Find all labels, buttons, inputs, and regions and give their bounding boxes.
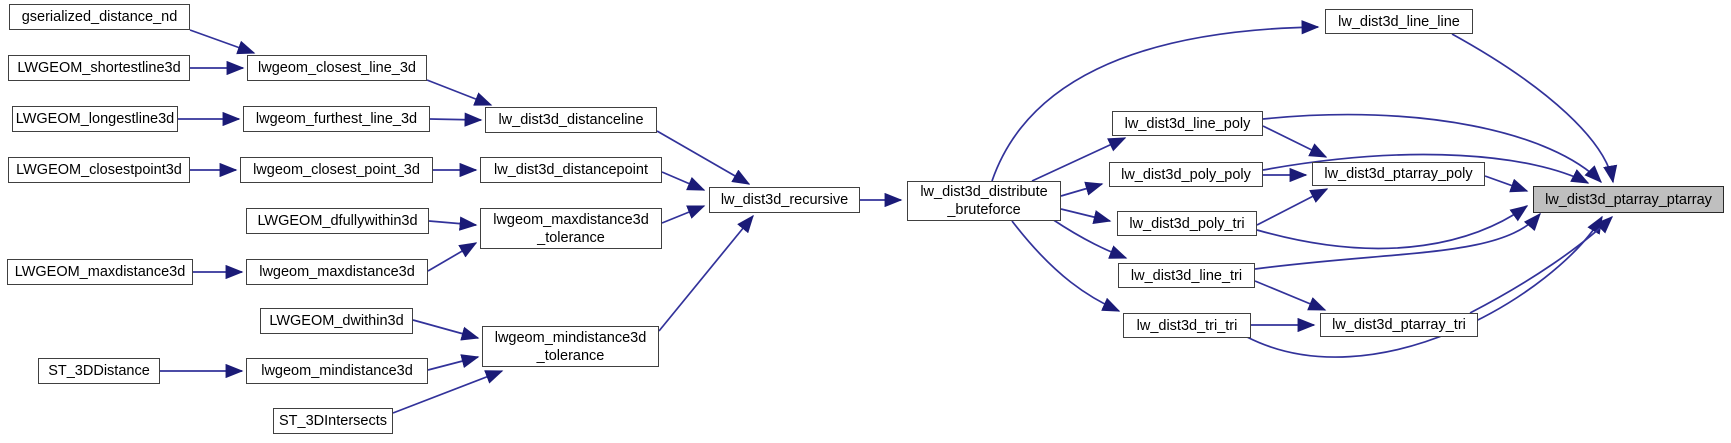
node-label: _tolerance [537, 229, 605, 246]
node-label: lw_dist3d_line_tri [1130, 267, 1243, 284]
edge-lw_dist3d_ptarray_poly-to-lw_dist3d_ptarray_ptarray [1484, 175, 1529, 193]
node-label: LWGEOM_dwithin3d [269, 313, 404, 329]
node-label: LWGEOM_dfullywithin3d [257, 213, 418, 229]
node-lwgeom_closest_point_3d[interactable]: lwgeom_closest_point_3d [240, 157, 433, 183]
edge-lw_dist3d_poly_tri-to-lw_dist3d_ptarray_ptarray [1256, 205, 1529, 250]
node-label: LWGEOM_shortestline3d [17, 60, 181, 76]
node-LWGEOM_maxdistance3d[interactable]: LWGEOM_maxdistance3d [7, 259, 193, 285]
node-lw_dist3d_ptarray_poly[interactable]: lw_dist3d_ptarray_poly [1312, 162, 1485, 186]
edge-lw_dist3d_line_poly-to-lw_dist3d_ptarray_poly [1262, 125, 1328, 158]
node-label: lw_dist3d_distribute [920, 184, 1048, 200]
node-lwgeom_mindistance3d_tolerance[interactable]: lwgeom_mindistance3d_tolerance [482, 326, 659, 367]
node-lw_dist3d_distancepoint[interactable]: lw_dist3d_distancepoint [480, 157, 662, 183]
node-LWGEOM_dwithin3d[interactable]: LWGEOM_dwithin3d [260, 308, 413, 334]
edge-ST_3DIntersects-to-lwgeom_mindistance3d_tolerance [392, 370, 504, 414]
node-LWGEOM_closestpoint3d[interactable]: LWGEOM_closestpoint3d [8, 157, 190, 183]
edge-lw_dist3d_poly_poly-to-lw_dist3d_ptarray_ptarray [1262, 153, 1590, 184]
node-label: lw_dist3d_line_poly [1124, 115, 1251, 132]
node-lw_dist3d_tri_tri[interactable]: lw_dist3d_tri_tri [1123, 313, 1251, 338]
node-lw_dist3d_line_tri[interactable]: lw_dist3d_line_tri [1118, 263, 1255, 288]
node-label: LWGEOM_closestpoint3d [16, 162, 182, 178]
edge-lwgeom_mindistance3d_tolerance-to-lw_dist3d_recursive [658, 214, 754, 332]
node-label: lw_dist3d_ptarray_tri [1332, 317, 1466, 333]
node-label: ST_3DIntersects [279, 413, 387, 429]
node-ST_3DDistance[interactable]: ST_3DDistance [38, 358, 160, 384]
node-label: _bruteforce [947, 202, 1021, 218]
node-label: lw_dist3d_ptarray_poly [1324, 166, 1473, 182]
node-lw_dist3d_recursive[interactable]: lw_dist3d_recursive [709, 187, 860, 213]
node-label: gserialized_distance_nd [21, 9, 178, 25]
edge-lw_dist3d_line_tri-to-lw_dist3d_ptarray_tri [1254, 280, 1327, 311]
edge-lw_dist3d_line_poly-to-lw_dist3d_ptarray_ptarray [1262, 113, 1603, 184]
node-label: lwgeom_maxdistance3d [259, 264, 415, 280]
edge-lw_dist3d_distribute_bruteforce-to-lw_dist3d_poly_poly [1060, 181, 1104, 197]
node-label: lw_dist3d_distancepoint [494, 162, 648, 178]
node-lwgeom_maxdistance3d[interactable]: lwgeom_maxdistance3d [246, 259, 428, 285]
edge-lw_dist3d_distanceline-to-lw_dist3d_recursive [656, 130, 751, 185]
edge-lw_dist3d_distribute_bruteforce-to-lw_dist3d_line_poly [1031, 137, 1127, 182]
node-lw_dist3d_line_line[interactable]: lw_dist3d_line_line [1325, 9, 1473, 34]
node-label: lw_dist3d_tri_tri [1136, 317, 1238, 334]
node-LWGEOM_longestline3d[interactable]: LWGEOM_longestline3d [12, 106, 178, 132]
node-LWGEOM_dfullywithin3d[interactable]: LWGEOM_dfullywithin3d [246, 208, 429, 234]
node-label: _tolerance [536, 347, 605, 364]
node-label: lwgeom_closest_point_3d [253, 162, 420, 178]
edge-lw_dist3d_distribute_bruteforce-to-lw_dist3d_tri_tri [1011, 220, 1121, 312]
node-label: lwgeom_closest_line_3d [258, 60, 416, 76]
node-label: lwgeom_mindistance3d [494, 329, 647, 346]
node-LWGEOM_shortestline3d[interactable]: LWGEOM_shortestline3d [8, 55, 190, 81]
node-label: LWGEOM_longestline3d [15, 111, 175, 127]
edge-lw_dist3d_line_line-to-lw_dist3d_ptarray_ptarray [1451, 33, 1618, 184]
node-label: ST_3DDistance [48, 363, 150, 379]
node-lwgeom_furthest_line_3d[interactable]: lwgeom_furthest_line_3d [243, 106, 430, 132]
node-label: lw_dist3d_ptarray_ptarray [1545, 191, 1712, 208]
node-lwgeom_maxdistance3d_tolerance[interactable]: lwgeom_maxdistance3d_tolerance [480, 208, 662, 249]
node-label: lwgeom_furthest_line_3d [255, 111, 418, 127]
node-lw_dist3d_distribute_bruteforce[interactable]: lw_dist3d_distribute _bruteforce [907, 181, 1061, 221]
edge-lw_dist3d_line_tri-to-lw_dist3d_ptarray_ptarray [1254, 212, 1541, 270]
edge-lw_dist3d_distancepoint-to-lw_dist3d_recursive [661, 171, 706, 191]
edge-gserialized_distance_nd-to-lwgeom_closest_line_3d [189, 29, 256, 55]
edge-lw_dist3d_distribute_bruteforce-to-lw_dist3d_line_line [991, 20, 1320, 182]
edge-lwgeom_mindistance3d-to-lwgeom_mindistance3d_tolerance [427, 354, 480, 371]
node-gserialized_distance_nd[interactable]: gserialized_distance_nd [9, 4, 190, 30]
edge-lwgeom_maxdistance3d_tolerance-to-lw_dist3d_recursive [661, 205, 706, 224]
node-lw_dist3d_ptarray_tri[interactable]: lw_dist3d_ptarray_tri [1320, 313, 1478, 337]
node-lw_dist3d_distanceline[interactable]: lw_dist3d_distanceline [485, 107, 657, 133]
node-lw_dist3d_poly_tri[interactable]: lw_dist3d_poly_tri [1117, 211, 1257, 236]
edge-lwgeom_closest_line_3d-to-lw_dist3d_distanceline [426, 79, 493, 106]
edge-lw_dist3d_ptarray_tri-to-lw_dist3d_ptarray_ptarray [1469, 216, 1614, 314]
node-label: LWGEOM_maxdistance3d [14, 264, 186, 280]
node-lw_dist3d_line_poly[interactable]: lw_dist3d_line_poly [1112, 111, 1263, 136]
node-label: lw_dist3d_poly_poly [1121, 166, 1251, 183]
node-lw_dist3d_poly_poly[interactable]: lw_dist3d_poly_poly [1109, 162, 1263, 187]
node-lwgeom_mindistance3d[interactable]: lwgeom_mindistance3d [246, 358, 428, 384]
node-label: lwgeom_mindistance3d [261, 363, 413, 379]
node-label: lw_dist3d_recursive [720, 192, 849, 208]
node-label: lw_dist3d_distanceline [498, 112, 644, 128]
edge-LWGEOM_dwithin3d-to-lwgeom_mindistance3d_tolerance [412, 319, 480, 341]
node-label: lw_dist3d_poly_tri [1129, 215, 1245, 232]
edge-LWGEOM_dfullywithin3d-to-lwgeom_maxdistance3d_tolerance [428, 216, 478, 231]
node-lw_dist3d_ptarray_ptarray[interactable]: lw_dist3d_ptarray_ptarray [1533, 186, 1724, 213]
edge-lwgeom_maxdistance3d-to-lwgeom_maxdistance3d_tolerance [427, 242, 478, 272]
edge-lwgeom_furthest_line_3d-to-lw_dist3d_distanceline [429, 112, 483, 127]
node-ST_3DIntersects[interactable]: ST_3DIntersects [273, 408, 393, 434]
edge-lw_dist3d_poly_tri-to-lw_dist3d_ptarray_poly [1256, 188, 1329, 226]
node-label: lwgeom_maxdistance3d [493, 211, 649, 228]
node-label: lw_dist3d_line_line [1338, 13, 1460, 30]
edge-lw_dist3d_distribute_bruteforce-to-lw_dist3d_poly_tri [1060, 208, 1112, 225]
node-lwgeom_closest_line_3d[interactable]: lwgeom_closest_line_3d [247, 55, 427, 81]
edge-lw_dist3d_distribute_bruteforce-to-lw_dist3d_line_tri [1051, 218, 1128, 259]
